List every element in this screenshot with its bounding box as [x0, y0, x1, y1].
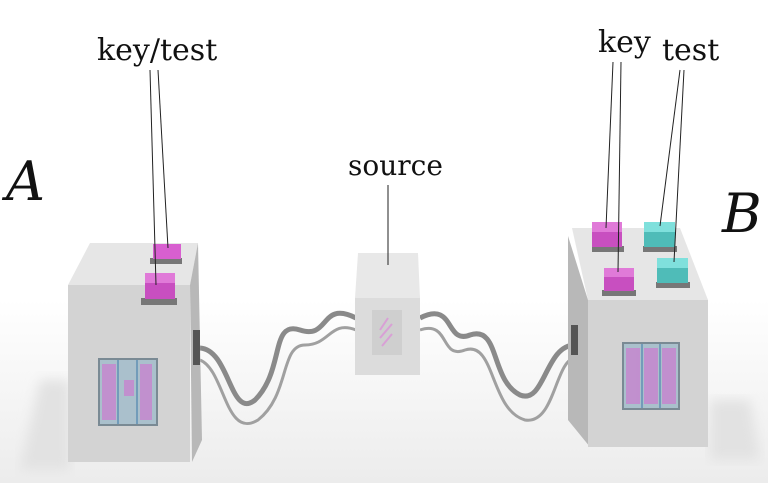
test-button-front[interactable]: [656, 258, 690, 288]
display-screen-a: [98, 358, 158, 426]
cable-a-source: [199, 310, 358, 425]
shadow-a: [20, 380, 70, 470]
label-party-a: A: [1, 150, 45, 213]
key-test-button-back[interactable]: [150, 244, 182, 264]
test-button-back[interactable]: [643, 222, 677, 252]
device-a: [68, 243, 202, 462]
label-party-b: B: [721, 182, 762, 245]
device-b: [568, 222, 708, 447]
shadow-b: [710, 400, 760, 460]
source-device: [355, 253, 420, 375]
leader-lines: [149, 61, 685, 286]
label-key-test: key/test: [97, 33, 217, 68]
label-key: key: [598, 25, 651, 60]
key-test-button-front[interactable]: [141, 273, 177, 305]
display-screen-b: [622, 342, 680, 410]
key-button-back[interactable]: [592, 222, 624, 252]
label-source: source: [348, 149, 443, 182]
key-button-front[interactable]: [602, 268, 636, 296]
label-test: test: [662, 33, 719, 68]
cable-source-b: [418, 311, 576, 422]
